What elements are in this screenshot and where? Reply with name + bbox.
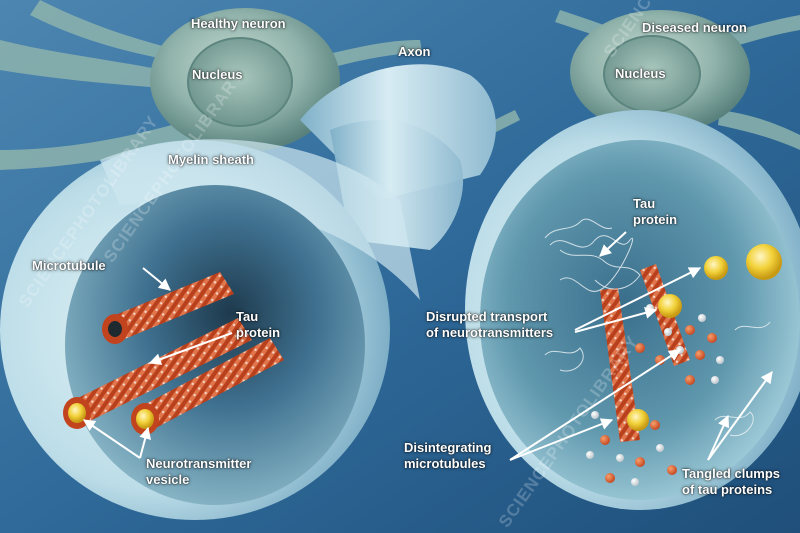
- label-neurotransmitter-vesicle: Neurotransmitter vesicle: [146, 456, 252, 487]
- label-tangled-clumps: Tangled clumps of tau proteins: [682, 466, 780, 497]
- callout-arrows: [83, 231, 773, 461]
- label-diseased-neuron: Diseased neuron: [642, 20, 747, 35]
- label-tau-protein-diseased: Tau protein: [633, 196, 678, 227]
- diseased-vesicles: [627, 244, 782, 431]
- label-disintegrating-microtubules: Disintegrating microtubules: [404, 440, 492, 471]
- label-microtubule: Microtubule: [32, 258, 106, 273]
- label-diseased-nucleus: Nucleus: [615, 66, 666, 81]
- label-axon: Axon: [398, 44, 431, 59]
- label-healthy-nucleus: Nucleus: [192, 67, 243, 82]
- tau-tangle: [544, 218, 771, 437]
- healthy-microtubules: [63, 272, 284, 435]
- label-myelin-sheath: Myelin sheath: [168, 152, 254, 167]
- scattered-tubulin: [586, 304, 724, 486]
- label-disrupted-transport: Disrupted transport of neurotransmitters: [426, 309, 554, 340]
- label-tau-protein-healthy: Tau protein: [236, 309, 281, 340]
- label-healthy-neuron: Healthy neuron: [191, 16, 286, 31]
